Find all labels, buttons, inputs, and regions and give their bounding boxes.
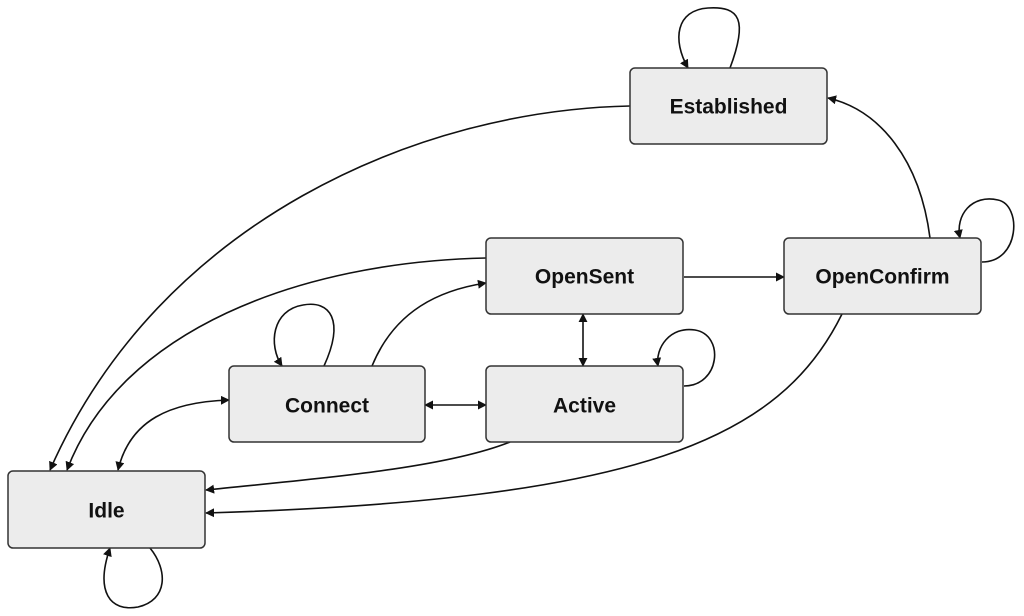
state-idle-box	[7, 470, 206, 549]
state-opensent-label: OpenSent	[535, 266, 634, 289]
edge-active-self	[652, 328, 716, 387]
state-active-box	[485, 365, 684, 443]
edge-established-to-idle	[49, 105, 631, 471]
state-active-label: Active	[553, 395, 616, 418]
state-opensent[interactable]: OpenSent	[485, 237, 684, 315]
edge-openconfirm-to-established	[827, 95, 931, 239]
state-established-box	[629, 67, 828, 145]
state-openconfirm-label: OpenConfirm	[815, 266, 949, 289]
edge-active-to-idle	[205, 441, 511, 494]
edge-openconfirm-self	[953, 198, 1015, 263]
state-established-label: Established	[670, 96, 788, 119]
edge-openconfirm-to-idle	[205, 313, 843, 518]
edge-opensent-to-idle	[65, 257, 487, 471]
edge-idle-connect	[115, 395, 230, 471]
edge-connect-to-opensent	[371, 279, 487, 367]
state-connect-box	[228, 365, 426, 443]
state-connect[interactable]: Connect	[228, 365, 426, 443]
state-active[interactable]: Active	[485, 365, 684, 443]
state-idle-label: Idle	[88, 500, 124, 523]
state-openconfirm-box	[783, 237, 982, 315]
state-connect-label: Connect	[285, 395, 369, 418]
transitions	[49, 7, 1015, 609]
state-opensent-box	[485, 237, 684, 315]
state-established[interactable]: Established	[629, 67, 828, 145]
edge-established-self	[678, 7, 741, 69]
edge-idle-self	[103, 547, 163, 609]
state-idle[interactable]: Idle	[7, 470, 206, 549]
edge-connect-self	[273, 303, 335, 367]
state-openconfirm[interactable]: OpenConfirm	[783, 237, 982, 315]
